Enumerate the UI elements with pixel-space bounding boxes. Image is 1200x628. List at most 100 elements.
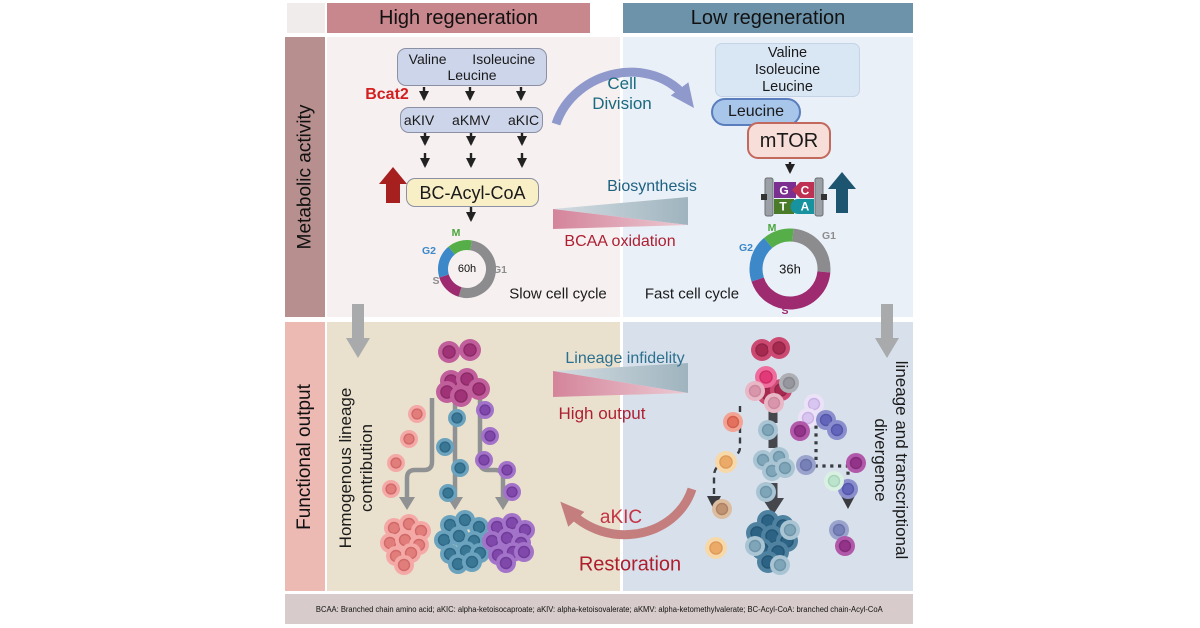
purple-progenitor-cell — [476, 401, 494, 419]
steel-blue-cell — [758, 420, 778, 440]
akic-label: aKIC — [599, 507, 643, 528]
homogenous-line2: contribution — [357, 424, 376, 512]
dna-letter-a: A — [801, 200, 810, 214]
cell-division-label: Cell Division — [592, 74, 652, 114]
orange-cell — [715, 451, 737, 473]
mtor-box: mTOR — [747, 122, 831, 159]
wedge-blue-half — [553, 363, 688, 393]
bcaa-transamination-arrows — [419, 87, 795, 222]
tan-cell — [712, 499, 732, 519]
dna-clamp-nub — [761, 194, 767, 200]
bcaa-right-line2: Isoleucine — [754, 61, 821, 78]
sidebar-metabolic-activity: Metabolic activity — [285, 37, 325, 317]
fuchsia-cell — [846, 453, 866, 473]
cycle-phase-label: G2 — [738, 242, 754, 254]
cycle-segment-G1 — [458, 240, 496, 298]
main-lineage-arrowhead — [762, 498, 784, 515]
restoration-label: Restoration — [578, 553, 682, 576]
crimson-stem-cell — [751, 339, 773, 361]
purple-progenitor-cell — [475, 451, 493, 469]
leucine-label: Leucine — [727, 103, 785, 120]
lineage-branch-left — [404, 398, 435, 497]
dna-base-pair-icon: G C T A — [761, 177, 827, 217]
header-high-regeneration: High regeneration — [327, 3, 590, 33]
cell-division-line1: Cell — [607, 74, 637, 93]
purple-progenitor-cell — [498, 461, 516, 479]
indigo-cell — [827, 420, 847, 440]
bcaa-box-line1: Valine Isoleucine — [408, 51, 536, 67]
header-low-label: Low regeneration — [690, 6, 846, 29]
fast-cell-cycle-label: Fast cell cycle — [644, 285, 740, 303]
cycle-segment-M — [448, 240, 473, 255]
magenta-parent-cell — [459, 339, 481, 361]
lineage-arrowhead — [495, 497, 511, 510]
slate-cell — [796, 455, 816, 475]
wedge-blue-half — [553, 197, 688, 225]
mtor-label: mTOR — [759, 129, 819, 152]
dna-base-a — [790, 199, 814, 214]
cycle-segment-G2 — [749, 237, 773, 282]
magenta-parent-cell — [450, 385, 472, 407]
restoration-arrow-icon — [560, 487, 697, 540]
bcaa-oxidation-label: BCAA oxidation — [564, 233, 676, 250]
pale-blue-cluster-cell — [770, 555, 790, 575]
keto-acid-box: aKIV aKMV aKIC — [400, 107, 543, 133]
cycle-segment-M — [763, 228, 794, 249]
blue-progenitor-cell — [451, 459, 469, 477]
cycle-phase-label: S — [781, 305, 789, 317]
biosynthesis-label: Biosynthesis — [607, 178, 697, 195]
homogenous-lineage-label: Homogenous lineage contribution — [335, 388, 377, 549]
bcaa-right-line1: Valine — [767, 44, 808, 61]
pink-progenitor-cell — [400, 430, 418, 448]
pink-progenitor-cell — [382, 480, 400, 498]
steel-blue-cell — [753, 450, 773, 470]
red-up-arrow-icon — [379, 167, 407, 203]
cycle-phase-label: G1 — [492, 264, 508, 276]
steel-blue-cell — [756, 482, 776, 502]
wedge-pink-half — [553, 209, 688, 229]
steel-blue-cell — [775, 458, 795, 478]
panel-transition-arrow-icon — [346, 304, 370, 358]
cell-division-line2: Division — [592, 94, 652, 113]
cycle-phase-label: G1 — [821, 230, 837, 242]
cells-layer — [380, 337, 866, 575]
pink-cluster-cell — [394, 555, 414, 575]
purple-cluster-cell — [496, 553, 516, 573]
cycle-segment-S — [439, 274, 462, 297]
cell-cycle-rings — [438, 228, 831, 310]
divergence-line1: lineage and transcriptional — [892, 360, 911, 560]
cycle-segment-G2 — [438, 246, 456, 278]
acyl-coa-box: BC-Acyl-CoA — [406, 178, 539, 207]
dna-letter-t: T — [779, 200, 787, 214]
divergence-label: lineage and transcriptional divergence — [870, 361, 912, 559]
sidebar-functional-output: Functional output — [285, 322, 325, 591]
bcaa-box-left: Valine Isoleucine Leucine — [397, 48, 547, 86]
cycle-phase-label: G2 — [421, 245, 437, 257]
purple-cluster-cell — [514, 542, 534, 562]
bright-pink-cell — [755, 366, 777, 388]
keto-acid-label: aKIV aKMV aKIC — [403, 112, 540, 128]
panel-transition-arrow-icon — [875, 304, 899, 358]
homogenous-line1: Homogenous lineage — [336, 387, 355, 549]
cycle-phase-label: M — [451, 227, 461, 239]
header-high-label: High regeneration — [379, 6, 538, 29]
pink-progenitor-cell — [387, 454, 405, 472]
lineage-gradient-wedge — [553, 363, 688, 397]
orange-cell — [705, 537, 727, 559]
lineage-arrowhead — [399, 497, 415, 510]
purple-progenitor-cell — [481, 427, 499, 445]
cycle-duration: 36h — [779, 261, 801, 277]
slow-cell-cycle-label: Slow cell cycle — [509, 285, 607, 303]
dna-base-c — [792, 182, 814, 198]
slate-cell — [829, 520, 849, 540]
biosynthesis-gradient-wedge — [553, 197, 688, 229]
pale-blue-cluster-cell — [780, 520, 800, 540]
blue-progenitor-cell — [439, 484, 457, 502]
abbreviation-text: BCAA: Branched chain amino acid; aKIC: a… — [315, 604, 883, 614]
dna-base-g — [774, 182, 796, 198]
teal-up-arrow-icon — [828, 172, 856, 213]
cycle-duration: 60h — [457, 263, 477, 275]
pink-progenitor-cell — [408, 405, 426, 423]
lineage-infidelity-label: Lineage infidelity — [565, 350, 685, 367]
